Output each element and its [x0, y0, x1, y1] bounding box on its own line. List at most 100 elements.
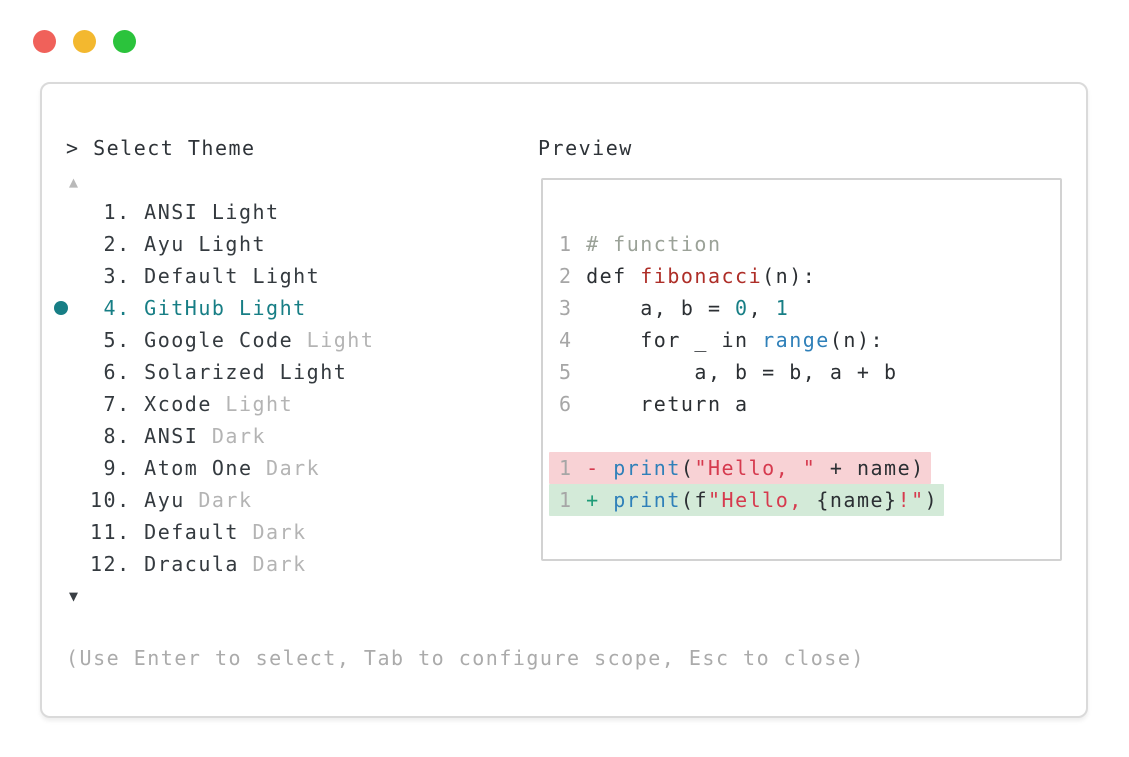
theme-item-variant-label: Dark — [198, 488, 253, 512]
code-token: - — [586, 456, 614, 480]
code-line-content: 6 return a — [549, 388, 755, 420]
diff-line-add: 1 + print(f"Hello, {name}!") — [549, 484, 1060, 516]
theme-item-number: 4. — [90, 296, 145, 320]
line-number: 6 — [559, 392, 587, 416]
theme-item-label: ANSI Light — [144, 200, 280, 224]
code-line-content: 3 a, b = 0, 1 — [549, 292, 795, 324]
theme-list-item[interactable]: 7. Xcode Light — [90, 388, 374, 420]
theme-item-number: 12. — [90, 552, 145, 576]
help-text: (Use Enter to select, Tab to configure s… — [66, 646, 865, 670]
code-token: # function — [586, 232, 722, 256]
select-theme-prompt: > Select Theme — [66, 136, 256, 160]
theme-list-item[interactable]: 3. Default Light — [90, 260, 374, 292]
code-token: "Hello, " — [694, 456, 817, 480]
theme-item-number: 8. — [90, 424, 145, 448]
theme-list-item[interactable]: 11. Default Dark — [90, 516, 374, 548]
theme-item-variant-label: Light — [306, 328, 375, 352]
code-line — [559, 420, 1060, 452]
theme-item-label: Xcode — [144, 392, 226, 416]
code-token: def — [586, 264, 641, 288]
code-line-content: 2 def fibonacci(n): — [549, 260, 822, 292]
theme-list-item[interactable]: 2. Ayu Light — [90, 228, 374, 260]
line-number: 4 — [559, 328, 587, 352]
code-token: + — [586, 488, 614, 512]
code-token: a, b = — [586, 296, 736, 320]
code-token: range — [762, 328, 830, 352]
preview-label: Preview — [538, 136, 633, 160]
theme-item-number: 10. — [90, 488, 145, 512]
line-number: 3 — [559, 296, 587, 320]
theme-item-label: ANSI — [144, 424, 212, 448]
code-line-content: 1 # function — [549, 228, 728, 260]
scroll-up-icon[interactable]: ▲ — [69, 173, 79, 191]
theme-item-number: 7. — [90, 392, 145, 416]
line-number: 5 — [559, 360, 587, 384]
theme-item-label: Atom One — [144, 456, 267, 480]
code-line: 2 def fibonacci(n): — [559, 260, 1060, 292]
theme-item-number: 6. — [90, 360, 145, 384]
line-number: 1 — [559, 488, 587, 512]
theme-item-label: Google Code — [144, 328, 307, 352]
line-number: 1 — [559, 232, 587, 256]
theme-list-item[interactable]: 8. ANSI Dark — [90, 420, 374, 452]
code-token: + name) — [816, 456, 925, 480]
theme-item-label: Default — [144, 520, 253, 544]
close-button[interactable] — [33, 30, 56, 53]
code-token: for _ in — [586, 328, 763, 352]
theme-item-label: Ayu Light — [144, 232, 267, 256]
code-token: 0 — [735, 296, 749, 320]
code-line: 5 a, b = b, a + b — [559, 356, 1060, 388]
theme-item-number: 9. — [90, 456, 145, 480]
code-token: , — [748, 296, 776, 320]
theme-list-item[interactable]: 12. Dracula Dark — [90, 548, 374, 580]
theme-list-item[interactable]: 4. GitHub Light — [90, 292, 374, 324]
code-line-content: 1 - print("Hello, " + name) — [549, 452, 931, 484]
code-token: return a — [586, 392, 749, 416]
code-token: "Hello, — [708, 488, 817, 512]
selected-item-bullet-icon — [54, 301, 68, 315]
code-line: 6 return a — [559, 388, 1060, 420]
code-line: 4 for _ in range(n): — [559, 324, 1060, 356]
line-number: 1 — [559, 456, 587, 480]
theme-list-item[interactable]: 1. ANSI Light — [90, 196, 374, 228]
theme-list-item[interactable]: 6. Solarized Light — [90, 356, 374, 388]
code-line-content: 1 + print(f"Hello, {name}!") — [549, 484, 945, 516]
theme-item-number: 11. — [90, 520, 145, 544]
code-token: 1 — [775, 296, 790, 320]
theme-item-number: 2. — [90, 232, 145, 256]
line-number: 2 — [559, 264, 587, 288]
theme-item-number: 3. — [90, 264, 145, 288]
code-token: ( — [680, 456, 695, 480]
theme-item-variant-label: Dark — [252, 520, 307, 544]
code-token: ) — [924, 488, 939, 512]
theme-list: 1. ANSI Light 2. Ayu Light 3. Default Li… — [54, 196, 374, 580]
code-token: a, b = b, a + b — [586, 360, 898, 384]
code-token: fibonacci — [640, 264, 763, 288]
theme-item-label: Ayu — [144, 488, 199, 512]
scroll-down-icon[interactable]: ▼ — [69, 587, 79, 605]
theme-item-label: Dracula — [144, 552, 253, 576]
theme-item-label: GitHub Light — [144, 296, 307, 320]
code-token: (f — [680, 488, 708, 512]
code-token: (n): — [762, 264, 817, 288]
theme-picker-panel: > Select Theme ▲ 1. ANSI Light 2. Ayu Li… — [40, 82, 1088, 718]
theme-list-item[interactable]: 5. Google Code Light — [90, 324, 374, 356]
code-token: {name} — [816, 488, 898, 512]
zoom-button[interactable] — [113, 30, 136, 53]
theme-item-label: Default Light — [144, 264, 321, 288]
code-token: print — [613, 456, 681, 480]
theme-item-variant-label: Light — [225, 392, 294, 416]
theme-list-item[interactable]: 9. Atom One Dark — [90, 452, 374, 484]
theme-item-variant-label: Dark — [211, 424, 267, 448]
theme-item-variant-label: Dark — [266, 456, 321, 480]
code-token: print — [613, 488, 681, 512]
minimize-button[interactable] — [73, 30, 96, 53]
theme-item-variant-label: Dark — [252, 552, 307, 576]
code-token: !" — [897, 488, 925, 512]
diff-line-del: 1 - print("Hello, " + name) — [549, 452, 1060, 484]
code-token: (n): — [829, 328, 885, 352]
code-line: 3 a, b = 0, 1 — [559, 292, 1060, 324]
theme-list-item[interactable]: 10. Ayu Dark — [90, 484, 374, 516]
